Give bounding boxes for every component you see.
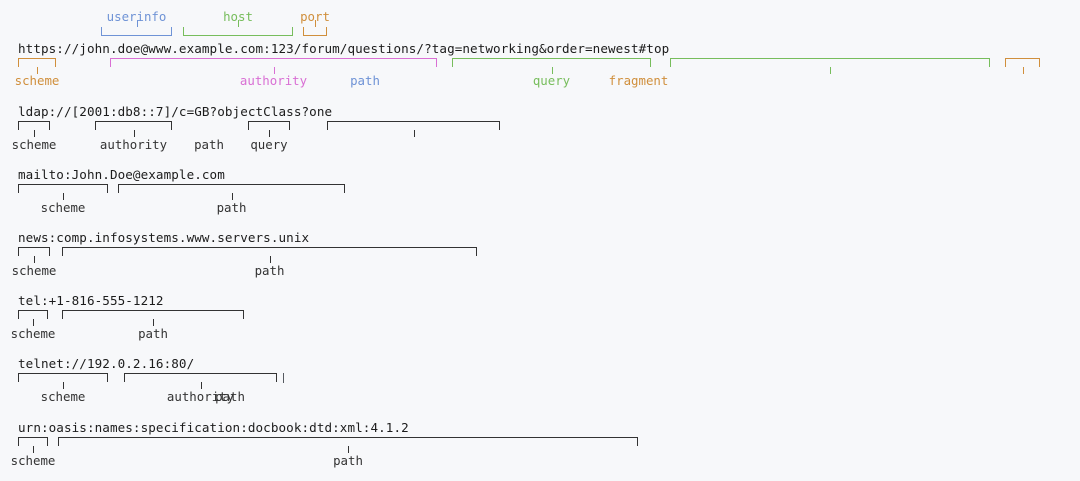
brace-stem [37, 67, 38, 74]
brace-below-https-query [452, 58, 651, 74]
uri-string-urn: urn:oasis:names:specification:docbook:dt… [18, 420, 409, 435]
component-label-authority: authority [239, 73, 308, 88]
uri-string-telnet: telnet://192.0.2.16:80/ [18, 356, 195, 371]
brace-above-https-port [303, 20, 327, 36]
brace-stem [273, 67, 275, 74]
brace-stem [153, 319, 154, 326]
brace-stem [315, 20, 316, 27]
brace-below-https-scheme [18, 58, 56, 74]
component-label-host: host [223, 9, 253, 24]
brace-below-ldap-query [248, 121, 290, 137]
brace-stem [63, 382, 64, 389]
brace-stem [238, 20, 239, 27]
component-label-authority: authority [166, 389, 235, 404]
brace-below-ldap-seg4 [327, 121, 500, 137]
brace-stem [33, 446, 34, 453]
brace-stem [231, 193, 233, 200]
brace-below-telnet-authority [124, 373, 277, 389]
brace-stem [1022, 67, 1024, 74]
component-label-scheme: scheme [10, 453, 56, 468]
uri-string-mailto: mailto:John.Doe@example.com [18, 167, 225, 182]
component-label-path: path [194, 137, 224, 152]
brace-below-tel-path [62, 310, 244, 326]
brace-below-mailto-scheme [18, 184, 108, 200]
component-label-scheme: scheme [40, 389, 86, 404]
brace-stem [133, 130, 135, 137]
component-label-path: path [215, 389, 245, 404]
brace-stem [269, 130, 270, 137]
brace-below-mailto-path [118, 184, 345, 200]
component-label-path: path [350, 73, 380, 88]
brace-below-tel-scheme [18, 310, 48, 326]
brace-below-ldap-authority [95, 121, 172, 137]
brace-below-news-path [62, 247, 477, 263]
brace-stem [348, 446, 349, 453]
component-label-path: path [333, 453, 363, 468]
brace-stem [33, 319, 34, 326]
brace-below-news-scheme [18, 247, 50, 263]
brace-below-https-authority [110, 58, 437, 74]
brace-below-https-seg5 [670, 58, 990, 74]
brace-above-https-host [183, 20, 293, 36]
brace-stem [413, 130, 415, 137]
component-label-scheme: scheme [14, 73, 60, 88]
component-label-userinfo: userinfo [106, 9, 167, 24]
component-label-port: port [300, 9, 330, 24]
component-label-path: path [254, 263, 285, 278]
component-label-query: query [532, 73, 571, 88]
component-label-query: query [250, 137, 288, 152]
brace-below-ldap-scheme [18, 121, 50, 137]
uri-string-tel: tel:+1-816-555-1212 [18, 293, 164, 308]
brace-below-https-seg6 [1005, 58, 1040, 74]
brace-below-urn-scheme [18, 437, 48, 453]
brace-above-https-userinfo [101, 20, 172, 36]
component-label-path: path [216, 200, 247, 215]
brace-stem [269, 256, 271, 263]
brace-stem [63, 193, 64, 200]
component-label-scheme: scheme [10, 326, 56, 341]
brace-stem [34, 256, 35, 263]
component-label-scheme: scheme [11, 263, 57, 278]
brace-below-telnet-scheme [18, 373, 108, 389]
tick-mark-telnet [283, 373, 284, 383]
brace-below-urn-path [58, 437, 638, 453]
brace-stem [34, 130, 35, 137]
component-label-scheme: scheme [11, 137, 57, 152]
brace-stem [830, 67, 831, 74]
uri-string-news: news:comp.infosystems.www.servers.unix [18, 230, 310, 245]
brace-stem [136, 20, 138, 27]
uri-string-https: https://john.doe@www.example.com:123/for… [18, 41, 670, 56]
brace-stem [551, 67, 553, 74]
component-label-fragment: fragment [608, 73, 669, 88]
uri-string-ldap: ldap://[2001:db8::7]/c=GB?objectClass?on… [18, 104, 333, 119]
brace-stem [200, 382, 202, 389]
component-label-path: path [138, 326, 168, 341]
component-label-scheme: scheme [40, 200, 86, 215]
component-label-authority: authority [99, 137, 168, 152]
